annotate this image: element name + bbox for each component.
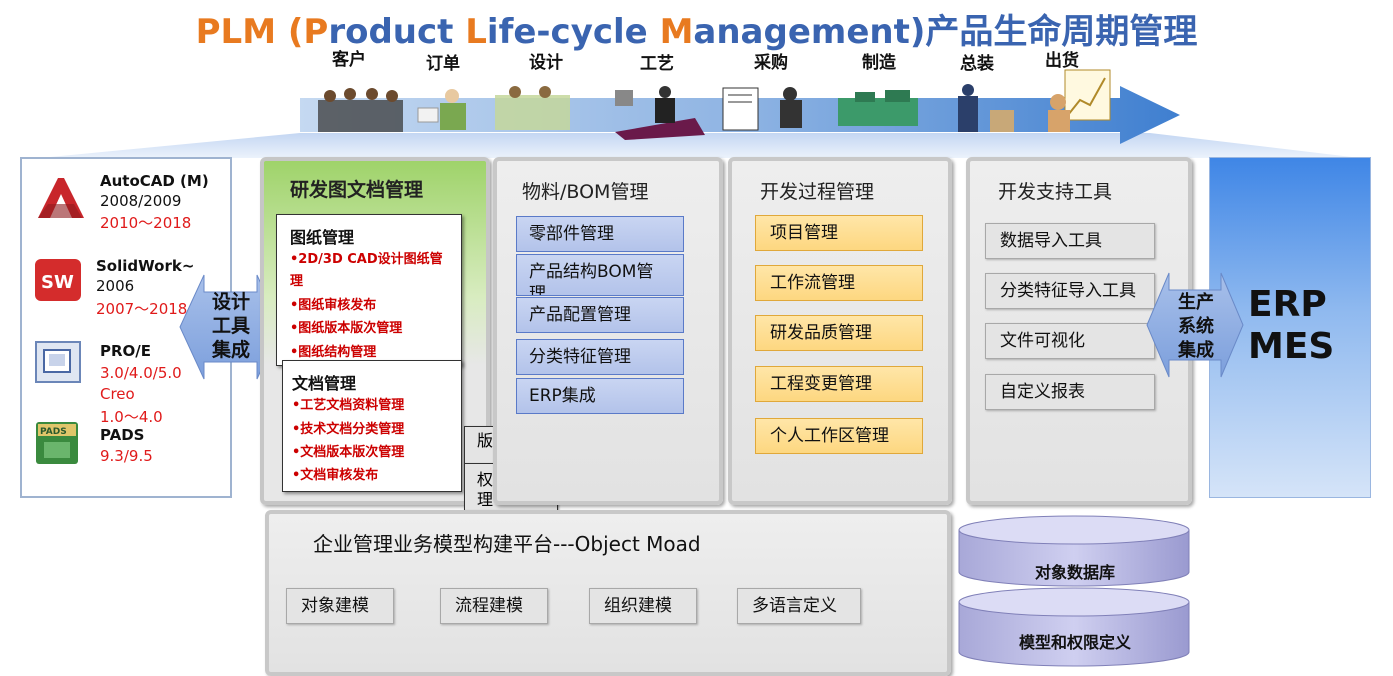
shipping-icon: [1048, 69, 1111, 132]
stage-process: 工艺: [640, 54, 674, 74]
dev-item-project: 项目管理: [755, 215, 923, 251]
bom-item-structure: 产品结构BOM管 理: [516, 254, 684, 296]
drawing-mgmt-box: [276, 214, 462, 366]
bom-title: 物料/BOM管理: [522, 181, 649, 203]
platform-item-object: 对象建模: [286, 588, 394, 624]
stage-assembly: 总装: [960, 54, 994, 74]
process-icon: [615, 86, 705, 140]
system-integration-arrow: [1146, 272, 1244, 378]
drawing-item: 理: [290, 274, 304, 289]
tool-item-import: 数据导入工具: [985, 223, 1155, 259]
stage-shipping: 出货: [1045, 51, 1079, 71]
dev-item-change: 工程变更管理: [755, 366, 923, 402]
dev-item-workflow: 工作流管理: [755, 265, 923, 301]
bom-item-erp: ERP集成: [516, 378, 684, 414]
platform-item-language: 多语言定义: [737, 588, 861, 624]
doc-item: •技术文档分类管理: [292, 422, 405, 437]
object-database-label: 对象数据库: [1034, 563, 1115, 582]
proe-version: 3.0/4.0/5.0: [100, 364, 182, 382]
system-integration-label: 生产 系统 集成: [1178, 292, 1214, 361]
page-title: PLM (Product Life-cycle Management)产品生命周…: [195, 12, 1198, 52]
autocad-icon: [38, 178, 84, 218]
pads-version: 9.3/9.5: [100, 447, 153, 465]
dev-item-workspace: 个人工作区管理: [755, 418, 923, 454]
pads-name: PADS: [100, 426, 145, 444]
proe-name: PRO/E: [100, 342, 152, 360]
doc-mgmt-title: 文档管理: [292, 374, 357, 393]
design-integration-label: 设计 工具 集成: [211, 291, 250, 361]
tool-item-visualize: 文件可视化: [985, 323, 1155, 359]
tool-item-report: 自定义报表: [985, 374, 1155, 410]
bom-item-classification: 分类特征管理: [516, 339, 684, 375]
solidworks-version: 2006: [96, 277, 135, 295]
solidworks-version-new: 2007～2018: [96, 300, 188, 318]
dev-item-quality: 研发品质管理: [755, 315, 923, 351]
stage-manufacturing: 制造: [862, 53, 896, 73]
doc-item: •工艺文档资料管理: [292, 398, 405, 413]
autocad-version-new: 2010～2018: [100, 214, 192, 232]
stage-order: 订单: [426, 54, 460, 74]
drawing-item: •图纸审核发布: [290, 298, 377, 313]
svg-text:SW: SW: [41, 272, 74, 293]
bom-item-config: 产品配置管理: [516, 297, 684, 333]
design-icon: [495, 86, 570, 130]
pads-icon: PADS: [36, 422, 78, 464]
erp-mes-label: ERP MES: [1248, 284, 1335, 367]
creo-label: Creo: [100, 385, 135, 403]
database-icon: [958, 515, 1190, 667]
stage-design: 设计: [529, 53, 563, 73]
stage-flow-graphic: [40, 69, 1360, 158]
stage-customer: 客户: [332, 50, 366, 70]
platform-item-org: 组织建模: [589, 588, 697, 624]
order-icon: [417, 89, 466, 130]
manufacturing-icon: [838, 90, 918, 126]
proe-icon: [35, 341, 81, 383]
drawing-mgmt-title: 图纸管理: [290, 228, 355, 247]
customers-icon: [318, 88, 403, 132]
rd-docs-title: 研发图文档管理: [290, 179, 424, 201]
autocad-version: 2008/2009: [100, 192, 182, 210]
tool-item-classify-import: 分类特征导入工具: [985, 273, 1155, 309]
drawing-item: •图纸版本版次管理: [290, 321, 403, 336]
solidworks-icon: SW: [35, 259, 81, 301]
drawing-item: •2D/3D CAD设计图纸管: [290, 252, 443, 267]
stage-purchasing: 采购: [754, 53, 788, 73]
assembly-icon: [958, 84, 1014, 132]
bom-item-parts: 零部件管理: [516, 216, 684, 252]
drawing-item: •图纸结构管理: [290, 345, 377, 360]
dev-tools-title: 开发支持工具: [998, 181, 1113, 203]
platform-item-flow: 流程建模: [440, 588, 548, 624]
doc-item: •文档版本版次管理: [292, 445, 405, 460]
model-permission-label: 模型和权限定义: [1018, 633, 1131, 652]
autocad-name: AutoCAD (M): [100, 172, 209, 190]
doc-item: •文档审核发布: [292, 468, 379, 483]
platform-title: 企业管理业务模型构建平台---Object Moad: [313, 532, 701, 556]
svg-text:PADS: PADS: [40, 427, 67, 437]
creo-version: 1.0～4.0: [100, 408, 163, 426]
solidworks-name: SolidWork~: [96, 257, 195, 275]
dev-process-title: 开发过程管理: [760, 181, 875, 203]
doc-mgmt-box: [282, 360, 462, 492]
purchasing-icon: [722, 87, 802, 131]
